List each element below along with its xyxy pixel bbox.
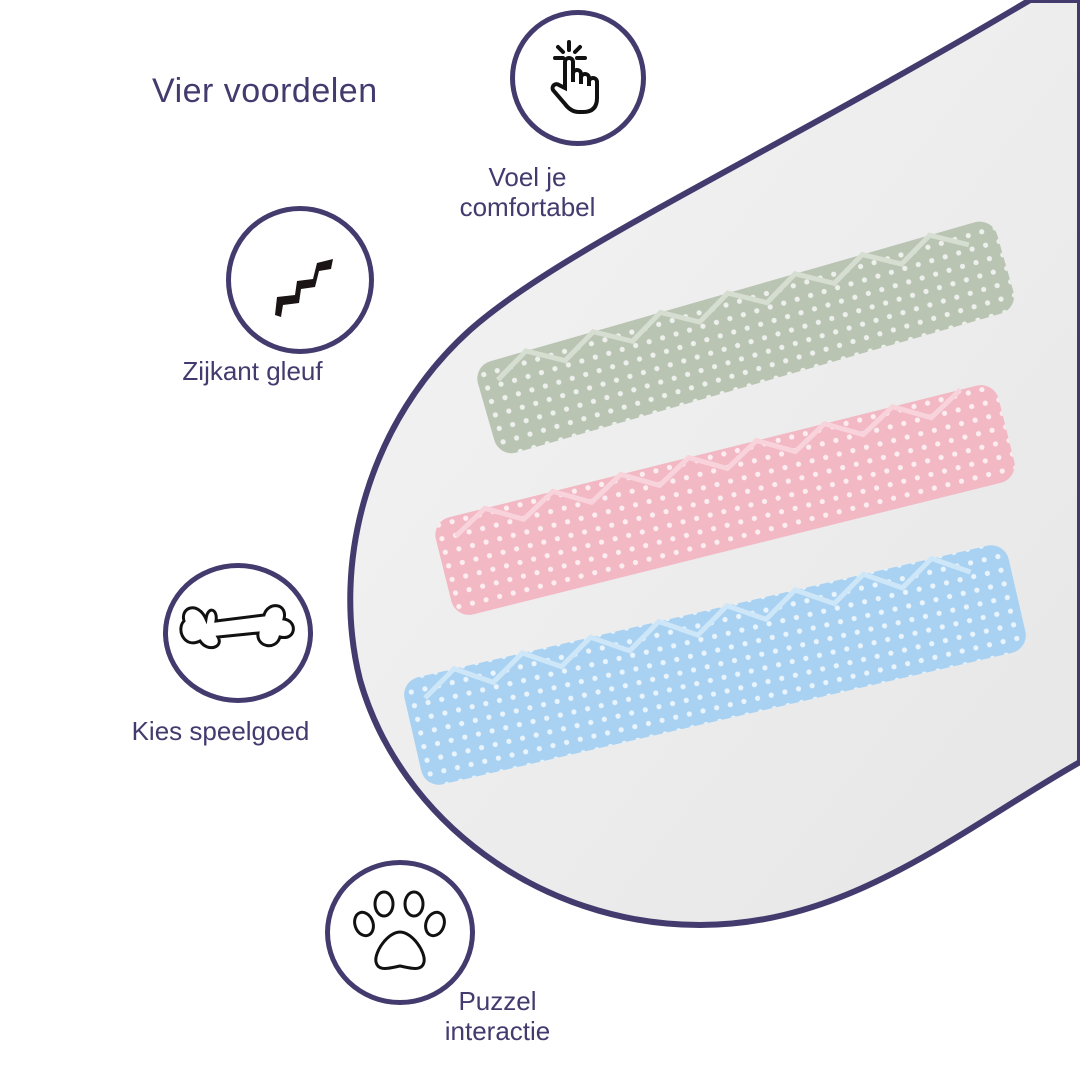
toy-pink [435,385,1015,615]
feature-label-line: interactie [444,1016,551,1046]
feature-label: Puzzel interactie [410,986,585,1046]
tap-hand-icon [550,40,599,114]
feature-label-line: comfortabel [459,192,596,222]
feature-icon-circle [325,860,475,1005]
feature-icon-circle [163,563,313,703]
feature-label: Voel je comfortabel [435,162,620,222]
feature-icon-circle [510,10,646,146]
feature-label: Zijkant gleuf [182,356,323,386]
page-title: Vier voordelen [152,72,378,110]
toy-blue [404,545,1026,785]
bone-icon [179,604,295,650]
toy-green [477,221,1015,454]
feature-label-line: Puzzel [458,986,537,1016]
paw-icon [353,890,446,970]
zigzag-slot-icon [275,259,333,317]
feature-icon-circle [226,206,374,354]
feature-label: Kies speelgoed [131,716,310,746]
feature-label-line: Voel je [488,162,567,192]
